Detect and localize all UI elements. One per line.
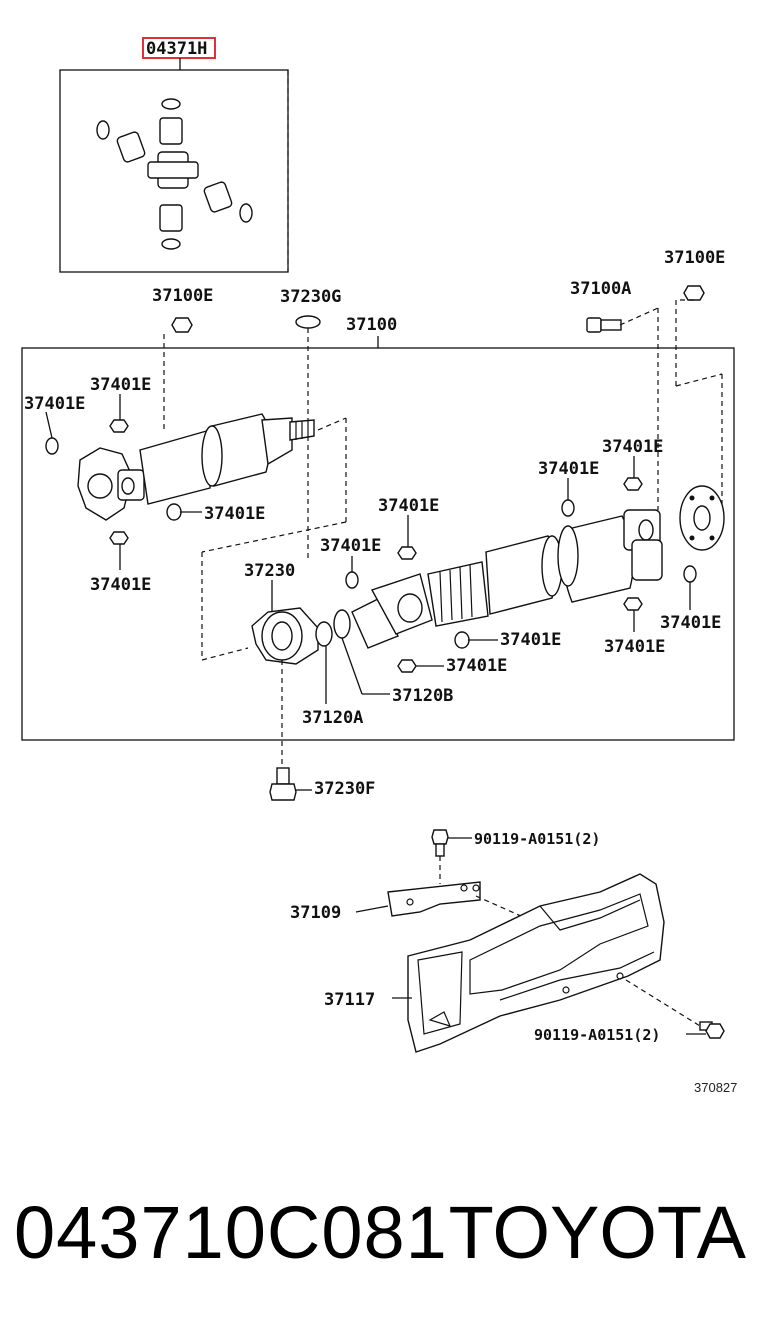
- label-37401e-j: 37401E: [602, 437, 663, 457]
- heat-insulator-icon: [407, 873, 665, 1053]
- label-kit: 04371H: [146, 39, 207, 59]
- label-37401e-c: 37401E: [204, 504, 265, 524]
- label-37401e-d: 37401E: [90, 575, 151, 595]
- label-37401e-k: 37401E: [660, 613, 721, 633]
- center-bearing-icon: [251, 607, 351, 665]
- nut-icon: [171, 285, 705, 333]
- label-37100e-left: 37100E: [152, 286, 213, 306]
- label-37401e-i: 37401E: [538, 459, 599, 479]
- label-37401e-a: 37401E: [90, 375, 151, 395]
- brand-name: TOYOTA: [448, 1191, 746, 1274]
- label-37401e-h: 37401E: [446, 656, 507, 676]
- label-37401e-b: 37401E: [24, 394, 85, 414]
- label-37401e-f: 37401E: [320, 536, 381, 556]
- kit-highlight[interactable]: [142, 37, 216, 59]
- label-37401e-g: 37401E: [500, 630, 561, 650]
- label-90119-bottom: 90119-A0151(2): [534, 1026, 660, 1044]
- bracket-37109-icon: [387, 881, 481, 917]
- front-shaft-icon: [139, 413, 315, 505]
- label-90119-top: 90119-A0151(2): [474, 830, 600, 848]
- label-37120b: 37120B: [392, 686, 453, 706]
- spider-icon: [96, 98, 253, 250]
- label-37401e-e: 37401E: [378, 496, 439, 516]
- kit-box: 04371H: [59, 37, 289, 273]
- bottom-bolt-icon: [699, 1021, 725, 1039]
- bolt-icon: [269, 767, 297, 801]
- label-37401e-l: 37401E: [604, 637, 665, 657]
- label-37120a: 37120A: [302, 708, 363, 728]
- label-37109: 37109: [290, 903, 341, 923]
- rear-shaft-icon: [351, 509, 663, 649]
- rear-flange-icon: [679, 485, 725, 551]
- front-flange-icon: [77, 447, 145, 521]
- label-37230: 37230: [244, 561, 295, 581]
- label-37117: 37117: [324, 990, 375, 1010]
- snap-ring-icon: [45, 419, 697, 673]
- label-37100a: 37100A: [570, 279, 631, 299]
- top-bolt-icon: [431, 829, 449, 857]
- shaft-box: 37401E 37401E 37401E 37401E 37401E 37401…: [21, 336, 735, 741]
- label-37100e-right: 37100E: [664, 248, 725, 268]
- label-37230g: 37230G: [280, 287, 341, 307]
- parts-diagram: 04371H 37100E 37230G 37100 37100A 37100E: [21, 37, 737, 1095]
- footer: 043710C081 TOYOTA: [0, 1180, 760, 1290]
- label-37100: 37100: [346, 315, 397, 335]
- part-number: 043710C081: [14, 1191, 448, 1274]
- label-37230f: 37230F: [314, 779, 375, 799]
- drawing-code: 370827: [694, 1080, 737, 1095]
